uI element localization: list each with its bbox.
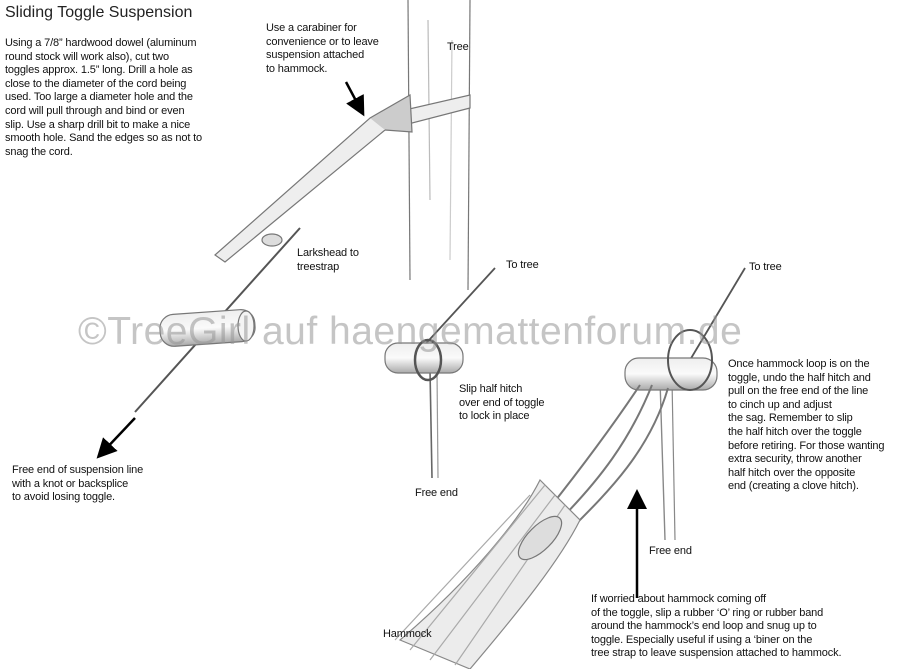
- free-end-suspension-label: Free end of suspension line with a knot …: [12, 464, 144, 504]
- page-title: Sliding Toggle Suspension: [5, 4, 193, 21]
- hammock-label: Hammock: [383, 628, 432, 640]
- larkshead-label: Larkshead to treestrap: [297, 247, 359, 273]
- once-loop-label: Once hammock loop is on the toggle, undo…: [728, 358, 885, 493]
- worried-label: If worried about hammock coming off of t…: [591, 593, 842, 660]
- toggle-1: [134, 227, 301, 413]
- watermark: ©TreeGirl auf haengemattenforum.de: [78, 310, 743, 353]
- to-tree-label-1: To tree: [506, 259, 539, 271]
- arrows: [96, 81, 647, 598]
- free-end-label-2: Free end: [649, 545, 692, 557]
- carabiner-label: Use a carabiner for convenience or to le…: [266, 22, 379, 75]
- to-tree-label-2: To tree: [749, 261, 782, 273]
- tree-strap: [214, 93, 471, 263]
- tree-label: Tree: [447, 41, 469, 53]
- toggle-2: [384, 267, 496, 479]
- slip-half-hitch-label: Slip half hitch over end of toggle to lo…: [459, 383, 545, 423]
- intro-text: Using a 7/8” hardwood dowel (aluminum ro…: [5, 37, 203, 158]
- free-end-label-1: Free end: [415, 487, 458, 499]
- toggle-3: [539, 267, 746, 541]
- hammock-bundle: [394, 478, 581, 669]
